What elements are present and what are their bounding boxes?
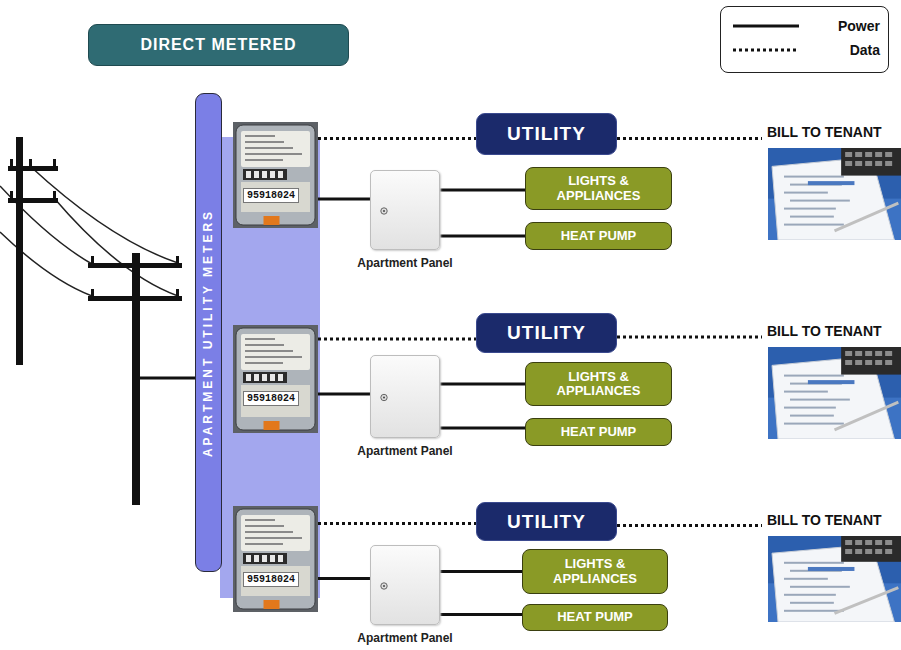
utility-box: UTILITY xyxy=(476,502,617,541)
tenant-bill: BILL TO TENANT xyxy=(762,321,901,439)
meter-number: 95918024 xyxy=(243,188,299,203)
meter-illustration xyxy=(233,122,318,228)
title-box: DIRECT METERED xyxy=(88,24,349,66)
meter-illustration xyxy=(233,506,318,612)
insulator xyxy=(29,159,32,167)
power-line xyxy=(440,189,525,192)
tenant-bill: BILL TO TENANT xyxy=(762,510,901,622)
insulator xyxy=(53,191,56,199)
data-line xyxy=(318,137,476,140)
legend-sample xyxy=(731,39,801,61)
load-label: HEAT PUMP xyxy=(561,425,637,439)
electric-meter: 95918024 xyxy=(233,325,318,433)
utility-label: UTILITY xyxy=(507,322,586,344)
load-label: LIGHTS & APPLIANCES xyxy=(542,174,655,203)
insulator xyxy=(10,191,13,199)
data-line xyxy=(318,338,476,341)
bill-label: BILL TO TENANT xyxy=(762,510,901,530)
power-line xyxy=(318,577,370,580)
power-line xyxy=(440,235,525,238)
load-box: LIGHTS & APPLIANCES xyxy=(525,167,672,210)
band-label: APARTMENT UTILITY METERS xyxy=(202,208,216,456)
meter-number: 95918024 xyxy=(243,572,299,587)
insulator xyxy=(91,256,94,264)
apartment-panel: Apartment Panel xyxy=(370,355,440,438)
wire xyxy=(0,232,92,296)
utility-label: UTILITY xyxy=(507,123,586,145)
legend-box: PowerData xyxy=(720,6,889,73)
panel-latch xyxy=(371,171,441,251)
panel-caption: Apartment Panel xyxy=(335,256,475,270)
load-label: LIGHTS & APPLIANCES xyxy=(542,370,655,399)
power-line xyxy=(318,198,370,201)
electric-meter: 95918024 xyxy=(233,506,318,612)
bill-photo xyxy=(768,347,901,439)
legend-line xyxy=(733,49,799,52)
apartment-panel: Apartment Panel xyxy=(370,545,440,625)
tenant-bill: BILL TO TENANT xyxy=(762,122,901,240)
legend-row: Power xyxy=(721,15,888,37)
panel-caption: Apartment Panel xyxy=(335,444,475,458)
bill-label: BILL TO TENANT xyxy=(762,321,901,341)
load-box: LIGHTS & APPLIANCES xyxy=(522,549,668,594)
legend-label: Data xyxy=(721,39,888,61)
data-line xyxy=(617,524,762,527)
utility-box: UTILITY xyxy=(476,313,617,353)
crossarm xyxy=(8,198,58,203)
utility-label: UTILITY xyxy=(507,511,586,533)
panel-latch xyxy=(371,546,441,626)
load-box: LIGHTS & APPLIANCES xyxy=(525,362,672,406)
load-box: HEAT PUMP xyxy=(522,604,668,631)
panel-caption: Apartment Panel xyxy=(335,631,475,645)
electric-meter: 95918024 xyxy=(233,122,318,228)
meter-band: APARTMENT UTILITY METERS xyxy=(195,93,222,572)
meter-number: 95918024 xyxy=(243,391,299,406)
load-box: HEAT PUMP xyxy=(525,222,672,250)
crossarm xyxy=(88,263,182,268)
pole xyxy=(8,137,58,365)
load-label: HEAT PUMP xyxy=(561,229,637,243)
insulator xyxy=(10,159,13,167)
insulator xyxy=(53,159,56,167)
insulator xyxy=(176,256,179,264)
insulator xyxy=(176,289,179,297)
legend-row: Data xyxy=(721,39,888,61)
crossarm xyxy=(88,296,182,301)
load-box: HEAT PUMP xyxy=(525,418,672,446)
power-line xyxy=(440,570,522,573)
bill-photo xyxy=(768,148,901,240)
pole-post xyxy=(132,253,140,505)
legend-sample xyxy=(731,15,801,37)
power-line xyxy=(318,393,370,396)
power-line xyxy=(440,613,522,616)
utility-box: UTILITY xyxy=(476,113,617,155)
meter-illustration xyxy=(233,325,318,433)
crossarm xyxy=(8,166,58,171)
diagram-title: DIRECT METERED xyxy=(140,36,296,54)
overhead-wires xyxy=(0,166,178,296)
legend-label: Power xyxy=(721,15,888,37)
panel-latch xyxy=(371,356,441,439)
data-line xyxy=(617,137,762,140)
wire xyxy=(54,198,178,296)
apartment-panel: Apartment Panel xyxy=(370,170,440,250)
legend-line xyxy=(733,25,799,28)
data-line xyxy=(318,522,476,525)
load-label: HEAT PUMP xyxy=(557,610,633,624)
service-line xyxy=(140,377,196,380)
power-line xyxy=(440,427,525,430)
power-line xyxy=(440,383,525,386)
pole-post xyxy=(16,137,23,365)
load-label: LIGHTS & APPLIANCES xyxy=(539,557,651,586)
bill-photo xyxy=(768,536,901,622)
bill-label: BILL TO TENANT xyxy=(762,122,901,142)
insulator xyxy=(91,289,94,297)
data-line xyxy=(617,336,762,339)
